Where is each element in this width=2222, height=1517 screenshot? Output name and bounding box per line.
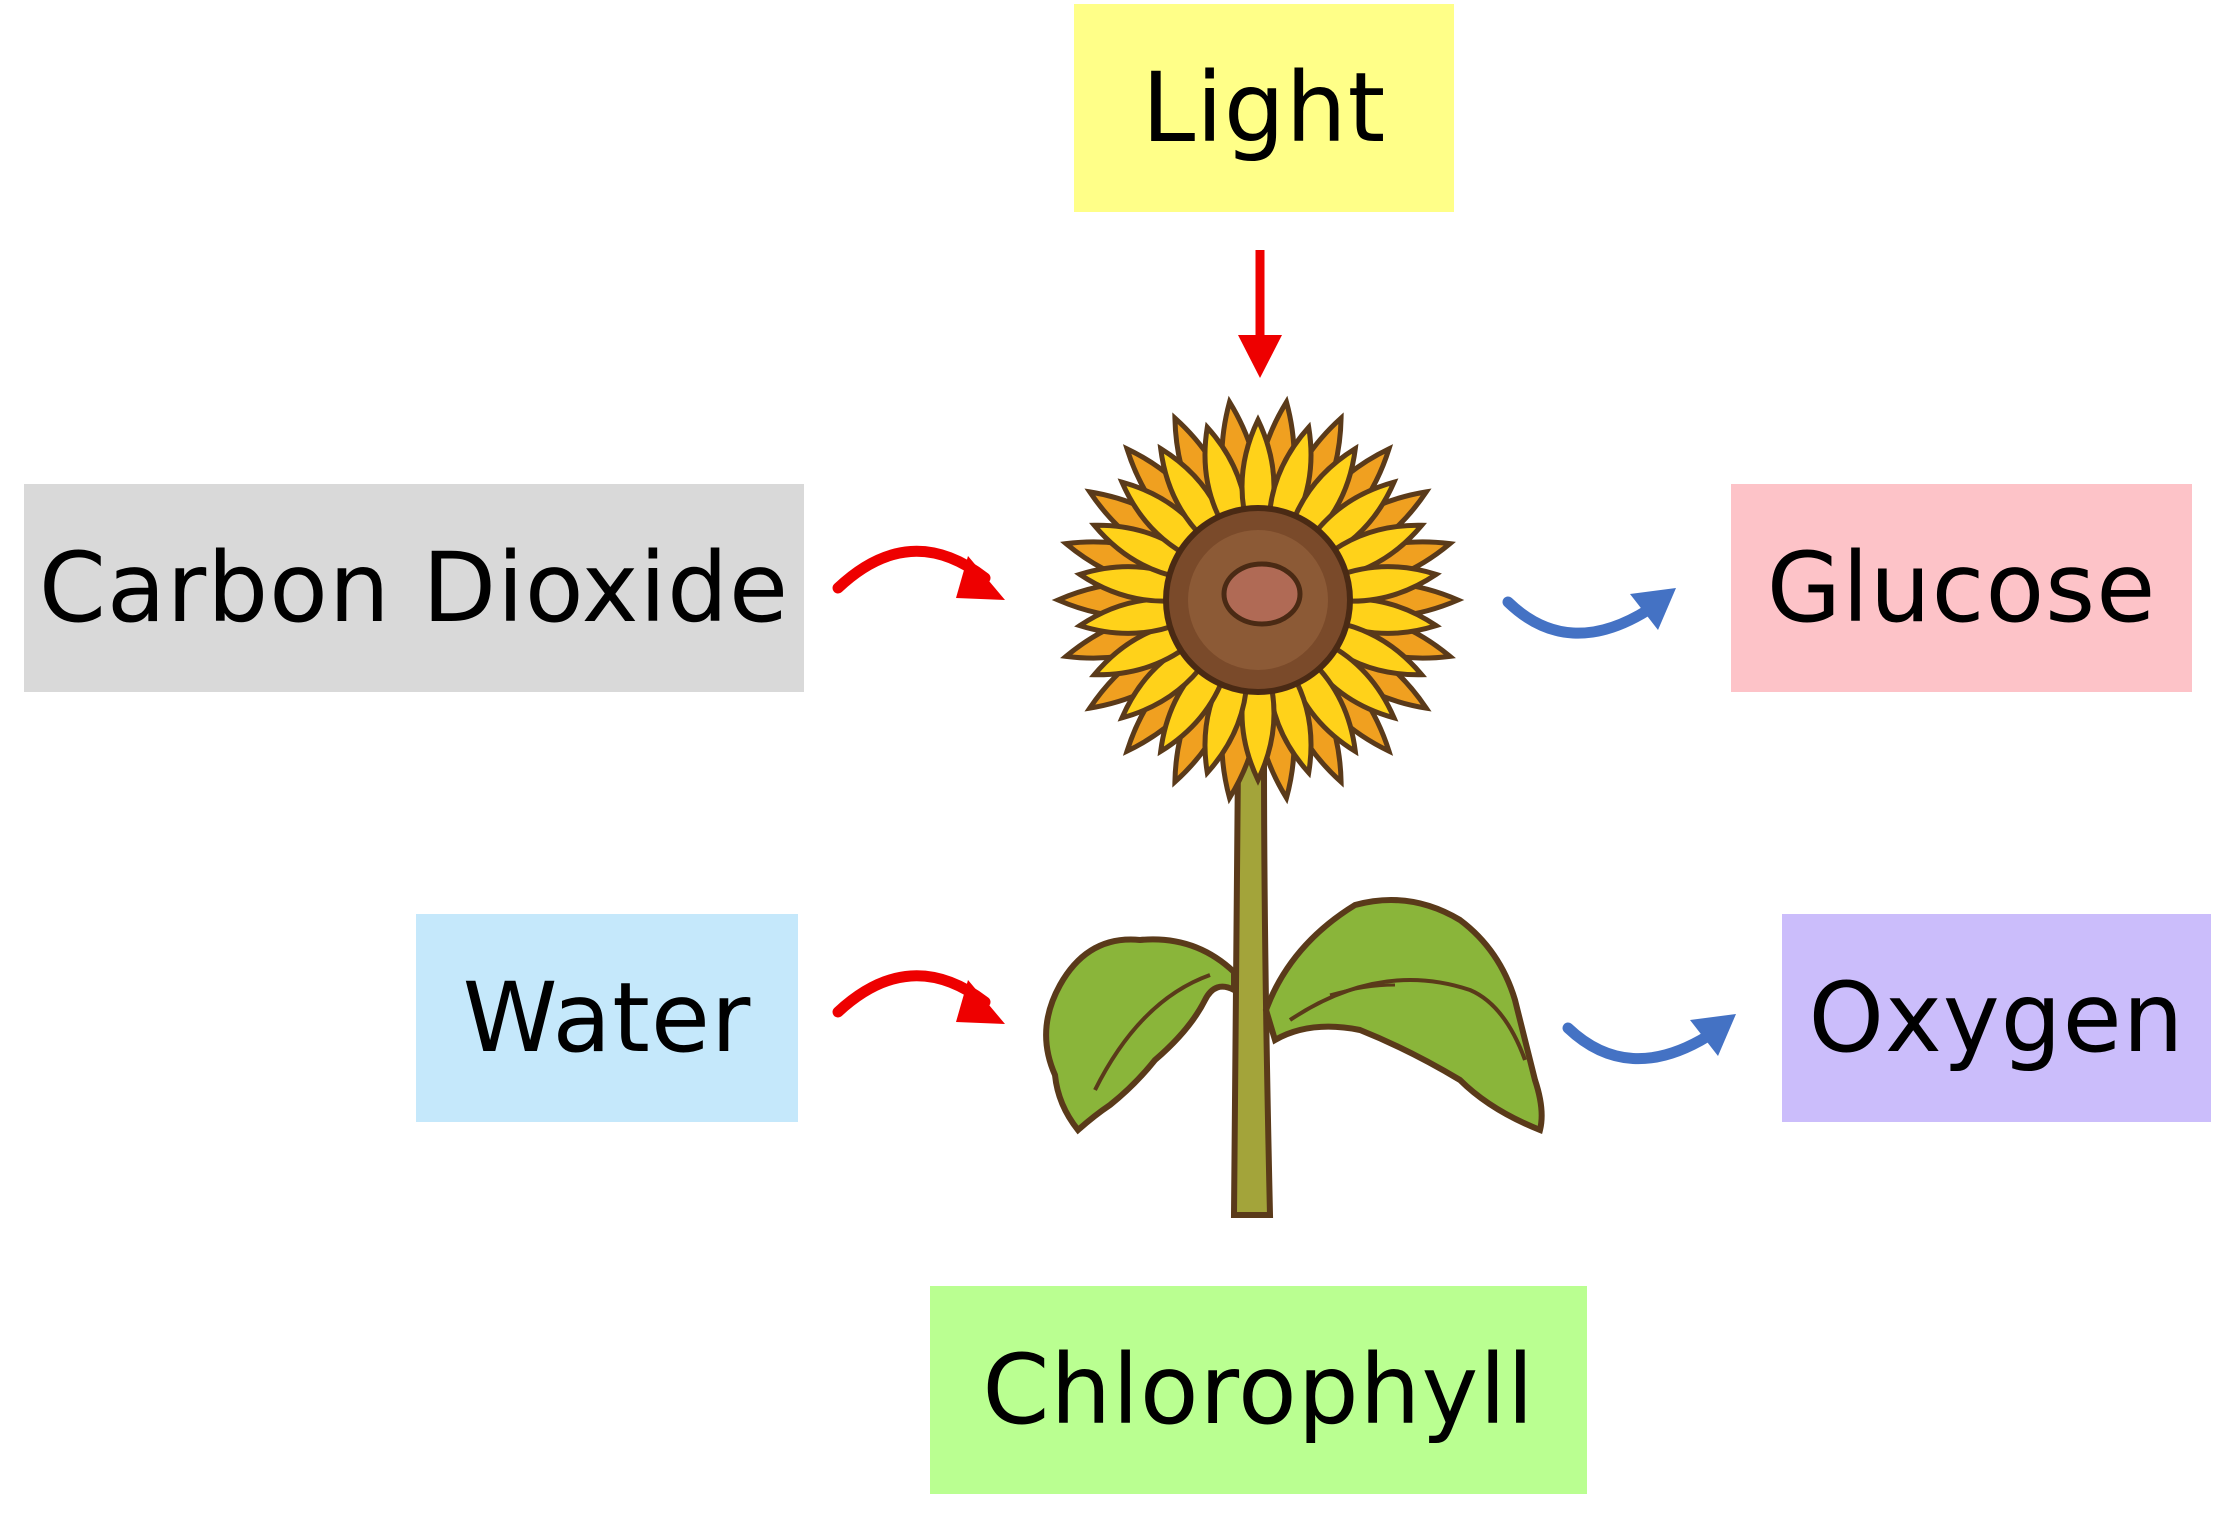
arrow-oxygen-out [1562, 1014, 1736, 1065]
carbon-dioxide-box: Carbon Dioxide [24, 484, 804, 692]
water-box: Water [416, 914, 798, 1122]
glucose-box: Glucose [1731, 484, 2192, 692]
chlorophyll-box: Chlorophyll [930, 1286, 1587, 1494]
oxygen-box: Oxygen [1782, 914, 2211, 1122]
light-box: Light [1074, 4, 1454, 212]
arrow-water-in [832, 970, 1005, 1024]
carbon-dioxide-label: Carbon Dioxide [38, 532, 790, 644]
arrow-co2-in [832, 545, 1005, 600]
light-label: Light [1141, 52, 1387, 164]
sunflower-icon [1043, 395, 1545, 1218]
water-label: Water [462, 962, 752, 1074]
chlorophyll-label: Chlorophyll [982, 1334, 1535, 1446]
sunflower-petal [1332, 564, 1442, 604]
arrow-glucose-out [1502, 588, 1676, 639]
oxygen-label: Oxygen [1808, 962, 2185, 1074]
arrow-light-down [1238, 250, 1282, 378]
glucose-label: Glucose [1766, 532, 2157, 644]
